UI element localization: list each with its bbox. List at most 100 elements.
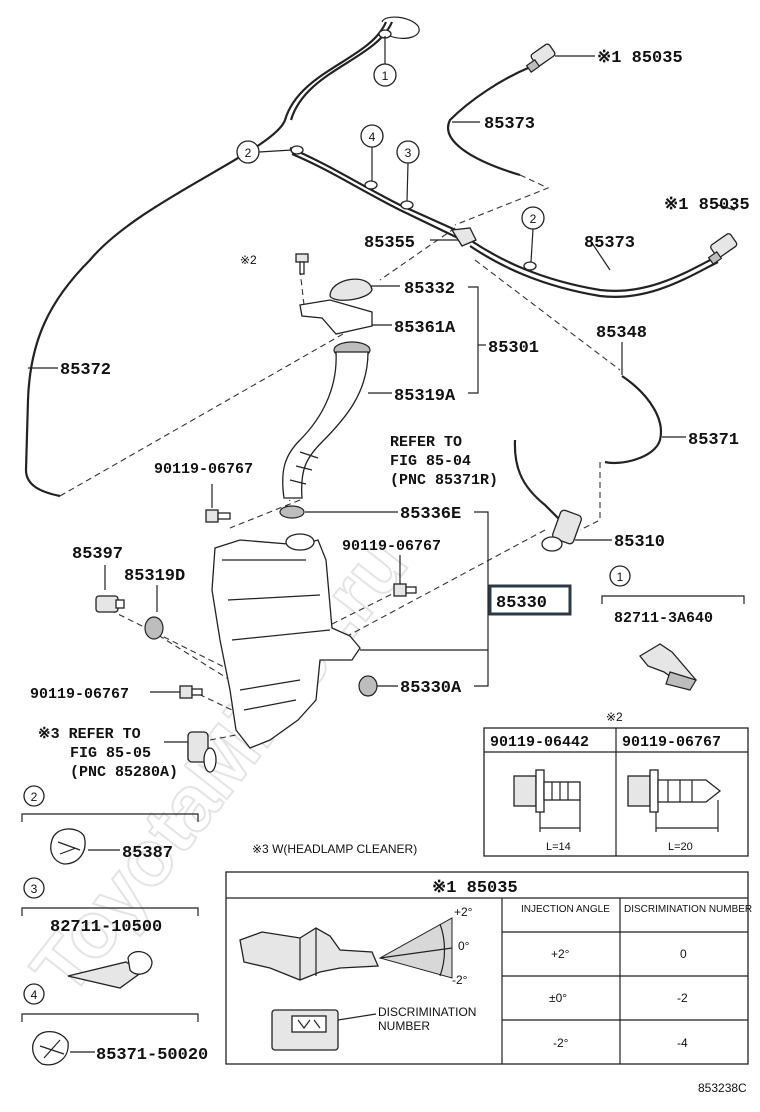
refer-fig-85-04-l2: FIG 85-04	[390, 453, 471, 470]
diagram-code: 853238C	[698, 1081, 747, 1095]
hose-85373-right	[469, 239, 719, 292]
highlight-85330-box	[488, 584, 572, 616]
hose-85371-lower	[513, 439, 561, 521]
angle-mark-minus2: -2°	[452, 973, 468, 987]
callout-1: 1	[373, 36, 397, 87]
hose-loop-top	[381, 16, 420, 39]
grommet-85319d	[144, 616, 164, 640]
refer-fig-85-04-l3: (PNC 85371R)	[390, 472, 498, 489]
hose-85372	[24, 21, 388, 498]
callout-3: 3	[396, 140, 420, 202]
discrimination-label-l2: NUMBER	[378, 1019, 430, 1033]
refer-fig-85-05-l3: (PNC 85280A)	[70, 764, 178, 781]
angle-mark-0: 0°	[458, 939, 470, 953]
label-mark2-table: ※2	[606, 710, 623, 724]
col-header-discrimination: DISCRIMINATION NUMBER	[624, 904, 752, 915]
label-85372: 85372	[60, 361, 111, 380]
svg-text:2: 2	[31, 790, 38, 804]
label-85330: 85330	[496, 594, 547, 613]
label-85310: 85310	[614, 533, 665, 552]
label-85319a: 85319A	[394, 387, 456, 406]
hose-85371	[604, 375, 663, 465]
label-85348: 85348	[596, 324, 647, 343]
bolt-table: ※2 90119-06442 90119-06767 L=14 L=20	[483, 710, 749, 857]
hose-85373-top	[447, 66, 529, 177]
svg-text:2: 2	[245, 146, 252, 160]
svg-text:1: 1	[617, 570, 624, 584]
sensor-85397	[95, 595, 125, 613]
label-82711-10500: 82711-10500	[50, 918, 162, 937]
row-1-angle: +2°	[551, 947, 570, 961]
svg-text:3: 3	[31, 882, 38, 896]
discrimination-label-l1: DISCRIMINATION	[378, 1005, 476, 1019]
bracket-85361a	[299, 299, 373, 335]
label-85373-top: 85373	[484, 115, 535, 134]
refer-fig-85-05-l2: FIG 85-05	[70, 745, 151, 762]
bolt-90119-06767-c	[179, 685, 203, 699]
legend-clip-1: 1 82711-3A640	[601, 565, 745, 691]
label-85373-right: 85373	[584, 234, 635, 253]
bolt-table-header-2: 90119-06767	[622, 734, 721, 751]
legend-clip-4: 4 85371-50020	[21, 983, 208, 1066]
svg-text:4: 4	[31, 988, 38, 1002]
label-85387: 85387	[122, 844, 173, 863]
label-82711-3a640: 82711-3A640	[614, 610, 713, 627]
label-85319d: 85319D	[124, 567, 185, 586]
label-bolt-90119-06767-c: 90119-06767	[30, 686, 129, 703]
row-3-angle: -2°	[553, 1036, 569, 1050]
label-mark2: ※2	[240, 253, 257, 267]
row-1-number: 0	[680, 947, 687, 961]
label-85361a: 85361A	[394, 319, 456, 338]
bolt-length-2: L=20	[668, 841, 693, 853]
svg-text:4: 4	[369, 130, 376, 144]
row-2-angle: ±0°	[549, 991, 567, 1005]
callout-2-right: 2	[521, 206, 545, 263]
bolt-mark2	[295, 253, 309, 275]
cap-85332	[329, 278, 373, 301]
bolt-90119-06767-b	[393, 583, 417, 597]
label-85035-right: ※1 85035	[664, 196, 750, 215]
tank-85330	[211, 533, 361, 749]
nozzle-85035-top	[525, 43, 556, 73]
callout-2-left: 2	[236, 140, 293, 164]
label-85397: 85397	[72, 545, 123, 564]
legend-clip-2: 2 85387	[21, 785, 199, 865]
joint-85355	[450, 227, 477, 247]
label-85301: 85301	[488, 339, 539, 358]
label-85035-top: ※1 85035	[597, 49, 683, 68]
label-85332: 85332	[404, 280, 455, 299]
angle-mark-plus2: +2°	[454, 905, 473, 919]
nozzle-table-title: ※1 85035	[432, 879, 518, 898]
note-headlamp-cleaner: ※3 W(HEADLAMP CLEANER)	[252, 842, 417, 856]
callout-4: 4	[360, 124, 384, 181]
label-85330a: 85330A	[400, 679, 462, 698]
grommet-85330a	[358, 675, 378, 697]
refer-fig-85-05-l1: ※3 REFER TO	[38, 726, 141, 743]
refer-fig-85-04-l1: REFER TO	[390, 434, 462, 451]
bolt-length-1: L=14	[546, 841, 571, 853]
label-85355: 85355	[364, 234, 415, 253]
headlamp-cleaner-motor	[187, 731, 217, 773]
legend-clip-3: 3 82711-10500	[21, 877, 199, 989]
col-header-angle: INJECTION ANGLE	[521, 904, 610, 915]
label-85336e: 85336E	[400, 505, 461, 524]
nozzle-85035-right	[707, 233, 738, 265]
label-85371: 85371	[688, 431, 739, 450]
grommet-85336e	[279, 505, 305, 519]
svg-text:1: 1	[382, 69, 389, 83]
svg-text:2: 2	[530, 212, 537, 226]
hose-clips	[290, 29, 537, 271]
nozzle-table: ※1 85035 INJECTION ANGLE DISCRIMINATION …	[225, 871, 752, 1065]
inlet-pipe-85319a	[282, 341, 371, 499]
bolt-table-header-1: 90119-06442	[490, 734, 589, 751]
row-3-number: -4	[677, 1036, 688, 1050]
hose-main-top	[289, 146, 461, 234]
label-85371-50020: 85371-50020	[96, 1046, 208, 1065]
label-bolt-90119-06767-a: 90119-06767	[154, 461, 253, 478]
pump-85310	[541, 509, 582, 552]
row-2-number: -2	[677, 991, 688, 1005]
bolt-90119-06767-a	[205, 509, 231, 523]
label-bolt-90119-06767-b: 90119-06767	[342, 538, 441, 555]
svg-text:3: 3	[405, 146, 412, 160]
